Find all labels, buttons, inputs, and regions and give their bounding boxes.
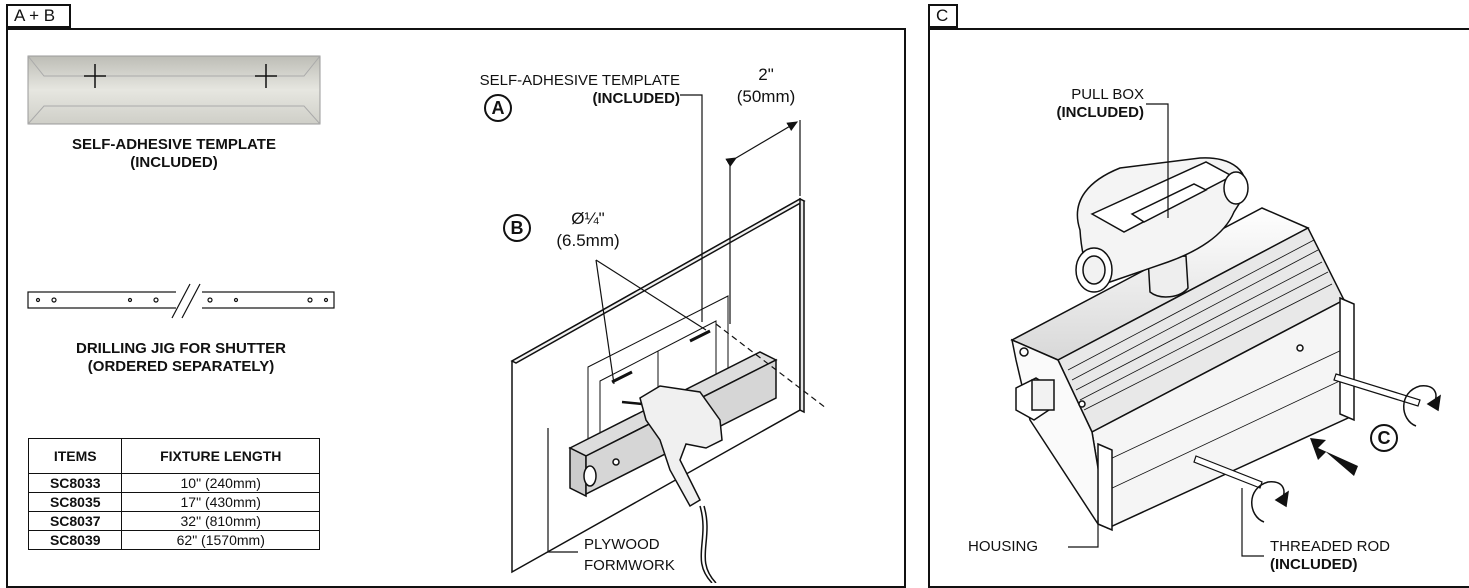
plywood-formwork — [510, 197, 806, 583]
fixture-housing — [1010, 207, 1355, 532]
housing-label: HOUSING — [968, 538, 1039, 555]
push-arrow — [1310, 438, 1358, 476]
table-cell-item: SC8039 — [27, 530, 123, 550]
hole-diameter-label: Ø¼" (6.5mm) — [540, 208, 636, 252]
table-cell-length: 32" (810mm) — [121, 511, 320, 531]
table-header-length: FIXTURE LENGTH — [121, 438, 320, 474]
dimension-lines — [547, 94, 827, 553]
panel-c-tag: C — [928, 4, 958, 28]
drilling-jig — [27, 283, 335, 319]
table-cell-item: SC8033 — [27, 473, 123, 493]
dimension-label-line2: (50mm) — [736, 87, 796, 106]
threaded-rod-label-line1: THREADED ROD — [1270, 538, 1391, 555]
table-row: SC8037 32" (810mm) — [27, 511, 320, 531]
threaded-rod-label: THREADED ROD (INCLUDED) — [1270, 538, 1420, 574]
pull-box — [1075, 157, 1249, 298]
threaded-rods — [1193, 373, 1421, 489]
pull-box-label-line1: PULL BOX — [1071, 86, 1144, 103]
drill-template-label: SELF-ADHESIVE TEMPLATE (INCLUDED) — [410, 72, 680, 108]
table-row: SC8033 10" (240mm) — [27, 473, 320, 493]
pull-box-label: PULL BOX (INCLUDED) — [1034, 86, 1145, 122]
template-photo — [27, 55, 321, 125]
plywood-label-line1: PLYWOOD — [584, 536, 660, 553]
pull-box-label-line2: (INCLUDED) — [1056, 104, 1145, 121]
jig-caption-line2: (ORDERED SEPARATELY) — [87, 358, 275, 375]
jig-caption-line1: DRILLING JIG FOR SHUTTER — [76, 340, 286, 357]
fixture-length-table: ITEMS FIXTURE LENGTH SC8033 10" (240mm) … — [27, 438, 320, 550]
table-cell-item: SC8037 — [27, 511, 123, 531]
table-cell-length: 62" (1570mm) — [121, 530, 320, 550]
hole-diameter-line2: (6.5mm) — [556, 231, 620, 250]
marker-a: A — [484, 94, 512, 122]
plywood-label-line2: FORMWORK — [584, 557, 675, 574]
table-row: SC8039 62" (1570mm) — [27, 530, 320, 550]
rotation-arrows — [1251, 385, 1441, 523]
table-cell-length: 10" (240mm) — [121, 473, 320, 493]
table-header-items: ITEMS — [27, 438, 123, 474]
jig-caption: DRILLING JIG FOR SHUTTER (ORDERED SEPARA… — [28, 340, 334, 376]
marker-c: C — [1370, 424, 1398, 452]
template-caption-line1: SELF-ADHESIVE TEMPLATE — [72, 136, 276, 153]
fixture-leaders — [1068, 103, 1264, 557]
table-cell-item: SC8035 — [27, 492, 123, 512]
table-cell-length: 17" (430mm) — [121, 492, 320, 512]
drill-template-label-line2: (INCLUDED) — [592, 90, 681, 107]
dimension-label: 2" (50mm) — [726, 64, 806, 108]
template-caption-line2: (INCLUDED) — [130, 154, 218, 171]
drill-template-label-line1: SELF-ADHESIVE TEMPLATE — [479, 72, 680, 89]
table-row: SC8035 17" (430mm) — [27, 492, 320, 512]
hole-diameter-line1: Ø¼" — [571, 209, 605, 228]
table-header-row: ITEMS FIXTURE LENGTH — [27, 438, 320, 474]
threaded-rod-label-line2: (INCLUDED) — [1270, 556, 1358, 573]
plywood-label: PLYWOOD FORMWORK — [584, 534, 704, 576]
marker-b: B — [503, 214, 531, 242]
dimension-label-line1: 2" — [758, 65, 774, 84]
panel-ab-tag: A + B — [6, 4, 71, 28]
template-caption: SELF-ADHESIVE TEMPLATE (INCLUDED) — [28, 136, 320, 172]
